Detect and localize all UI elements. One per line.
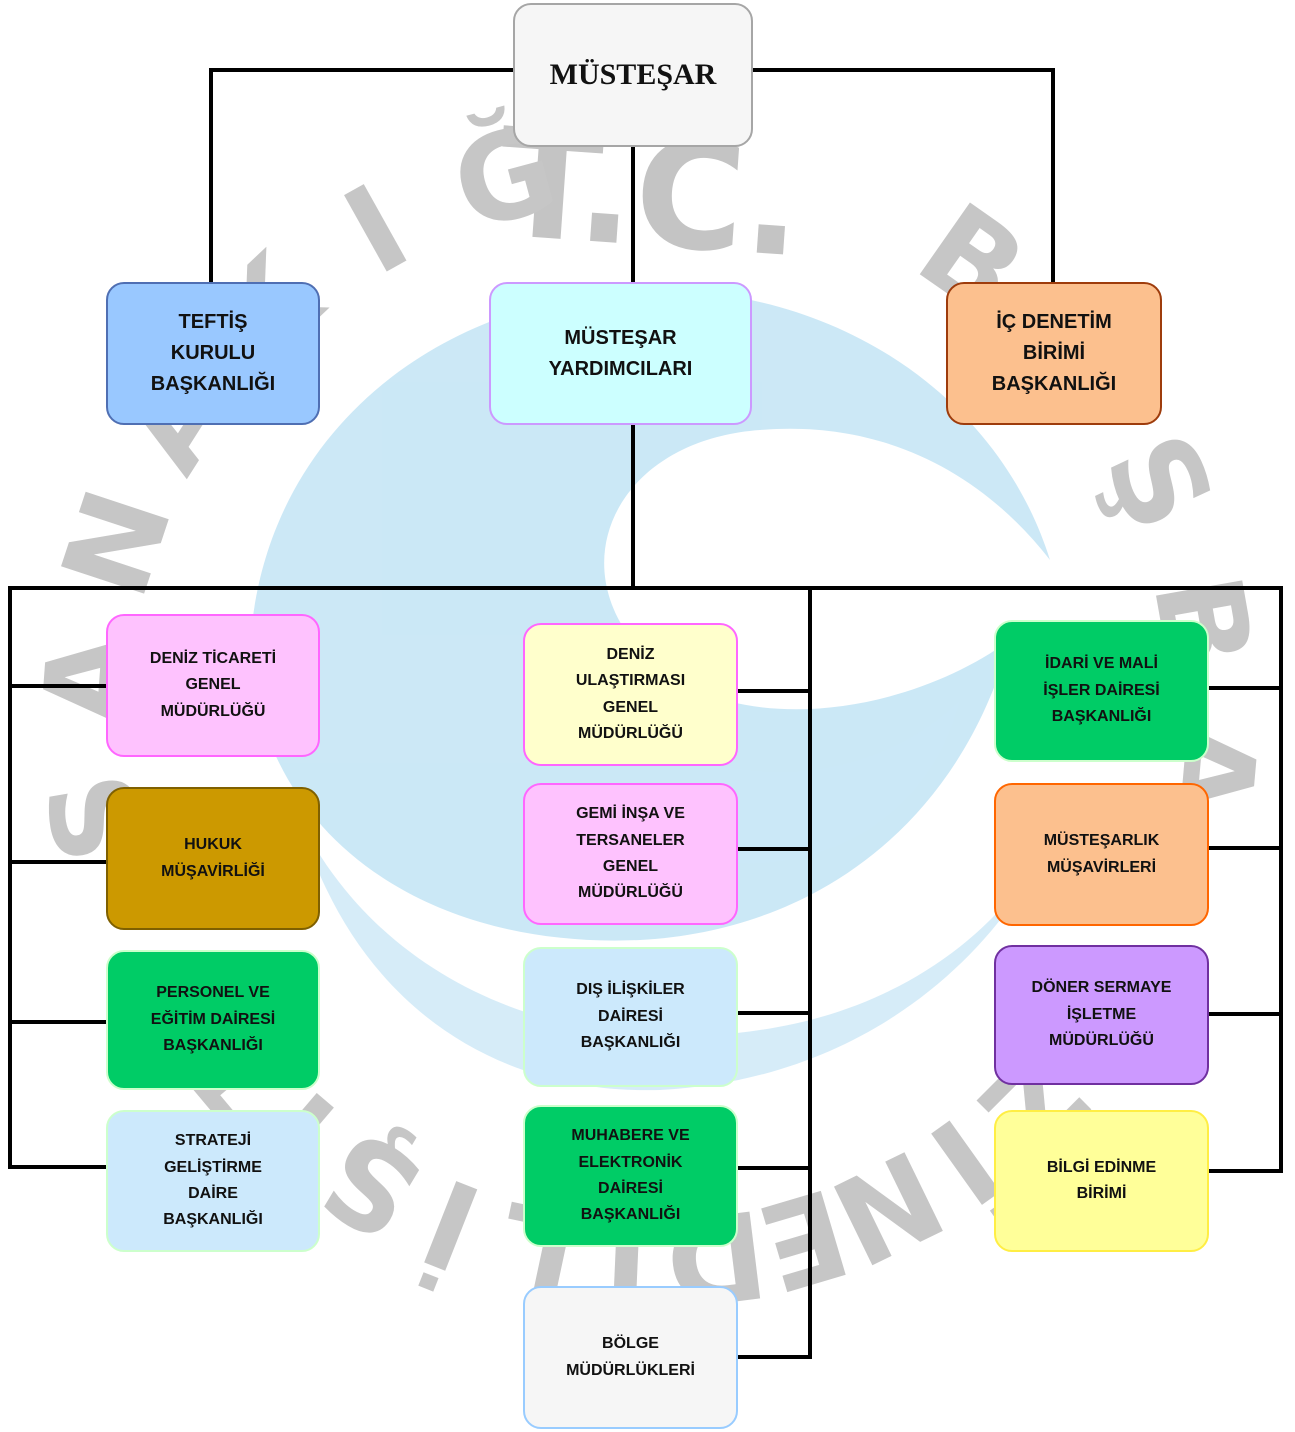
teftis-kurulu-label: TEFTİŞ KURULU BAŞKANLIĞI <box>150 311 276 395</box>
deniz-ulastirmasi-box: DENİZ ULAŞTIRMASI GENEL MÜDÜRLÜĞÜ <box>523 623 738 766</box>
ic-denetim-box: İÇ DENETİM BİRİMİ BAŞKANLIĞI <box>946 282 1162 425</box>
mustesarlik-musavirleri-box: MÜSTEŞARLIK MÜŞAVİRLERİ <box>994 783 1209 926</box>
muhabere-elektronik-label: MUHABERE VE ELEKTRONİK DAİRESİ BAŞKANLIĞ… <box>571 1127 690 1224</box>
mustesar-yardimcilari-label: MÜSTEŞAR YARDIMCILARI <box>548 326 693 380</box>
idari-mali-isler-label: İDARİ VE MALİ İŞLER DAİRESİ BAŞKANLIĞI <box>1043 655 1160 726</box>
bilgi-edinme-label: BİLGİ EDİNME BİRİMİ <box>1046 1158 1157 1202</box>
personel-egitim-box: PERSONEL VE EĞİTİM DAİRESİ BAŞKANLIĞI <box>106 950 320 1090</box>
deniz-ticareti-box: DENİZ TİCARETİ GENEL MÜDÜRLÜĞÜ <box>106 614 320 757</box>
strateji-gelistirme-box: STRATEJİ GELİŞTİRME DAİRE BAŞKANLIĞI <box>106 1110 320 1252</box>
bolge-mudurlukleri-label: BÖLGE MÜDÜRLÜKLERİ <box>566 1335 695 1379</box>
dis-iliskiler-label: DIŞ İLİŞKİLER DAİRESİ BAŞKANLIĞI <box>576 981 685 1052</box>
doner-sermaye-label: DÖNER SERMAYE İŞLETME MÜDÜRLÜĞÜ <box>1031 979 1172 1050</box>
mustesar-label: MÜSTEŞAR <box>549 58 717 91</box>
connector-left-column <box>8 586 108 1169</box>
dis-iliskiler-box: DIŞ İLİŞKİLER DAİRESİ BAŞKANLIĞI <box>523 947 738 1087</box>
connector-center-column <box>736 586 812 1359</box>
hukuk-musavirligi-label: HUKUK MÜŞAVİRLİĞİ <box>161 836 265 880</box>
watermark-swirl <box>250 289 1060 1091</box>
bolge-mudurlukleri-box: BÖLGE MÜDÜRLÜKLERİ <box>523 1286 738 1429</box>
gemi-insa-box: GEMİ İNŞA VE TERSANELER GENEL MÜDÜRLÜĞÜ <box>523 783 738 925</box>
bilgi-edinme-box: BİLGİ EDİNME BİRİMİ <box>994 1110 1209 1252</box>
teftis-kurulu-box: TEFTİŞ KURULU BAŞKANLIĞI <box>106 282 320 425</box>
gemi-insa-label: GEMİ İNŞA VE TERSANELER GENEL MÜDÜRLÜĞÜ <box>576 805 685 902</box>
mustesar-box: MÜSTEŞAR <box>513 3 753 147</box>
ic-denetim-label: İÇ DENETİM BİRİMİ BAŞKANLIĞI <box>991 311 1117 395</box>
mustesar-yardimcilari-box: MÜSTEŞAR YARDIMCILARI <box>489 282 752 425</box>
idari-mali-isler-box: İDARİ VE MALİ İŞLER DAİRESİ BAŞKANLIĞI <box>994 620 1209 762</box>
strateji-gelistirme-label: STRATEJİ GELİŞTİRME DAİRE BAŞKANLIĞI <box>163 1132 263 1229</box>
muhabere-elektronik-box: MUHABERE VE ELEKTRONİK DAİRESİ BAŞKANLIĞ… <box>523 1105 738 1247</box>
personel-egitim-label: PERSONEL VE EĞİTİM DAİRESİ BAŞKANLIĞI <box>150 984 276 1055</box>
mustesarlik-musavirleri-label: MÜSTEŞARLIK MÜŞAVİRLERİ <box>1043 832 1160 876</box>
connector-right-column <box>1207 586 1283 1173</box>
doner-sermaye-box: DÖNER SERMAYE İŞLETME MÜDÜRLÜĞÜ <box>994 945 1209 1085</box>
deniz-ticareti-label: DENİZ TİCARETİ GENEL MÜDÜRLÜĞÜ <box>149 649 277 720</box>
deniz-ulastirmasi-label: DENİZ ULAŞTIRMASI GENEL MÜDÜRLÜĞÜ <box>575 645 686 742</box>
hukuk-musavirligi-box: HUKUK MÜŞAVİRLİĞİ <box>106 787 320 930</box>
